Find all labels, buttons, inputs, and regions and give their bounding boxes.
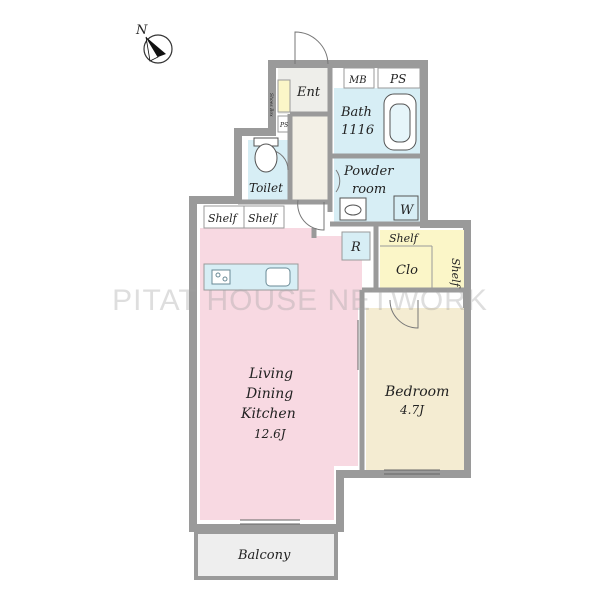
- mb-label: MB: [348, 75, 367, 86]
- washbasin-bowl: [344, 204, 362, 216]
- bath-size-label: 1116: [341, 123, 374, 138]
- burner-icon: [222, 276, 228, 282]
- shelf-right-label: Shelf: [248, 212, 279, 225]
- washer-label: W: [400, 203, 415, 218]
- shelf-right: [243, 205, 285, 229]
- ldk-size-label: 12.6J: [254, 427, 287, 441]
- living-dining-kitchen: [200, 228, 362, 520]
- pipe-space: [377, 67, 421, 89]
- north-label: N: [135, 23, 148, 38]
- balcony: [194, 530, 338, 580]
- closet-shelf-label: Shelf: [389, 232, 420, 245]
- bedroom-label: Bedroom: [384, 384, 449, 400]
- washing-machine-space: [393, 195, 419, 221]
- bedroom-size-label: 4.7J: [399, 403, 425, 417]
- stove-icon: [211, 269, 231, 285]
- compass: N: [135, 23, 173, 64]
- north-arrow-outline: [145, 36, 159, 62]
- bathtub-inner: [389, 103, 411, 143]
- bedroom: [366, 308, 464, 470]
- powder-room-label-2: room: [352, 182, 386, 197]
- interior-walls: [238, 64, 467, 474]
- closet: [380, 230, 464, 288]
- small-ps-label: PS: [279, 122, 288, 129]
- ps-label: PS: [389, 72, 406, 86]
- shoes-box-label: Shoes Box: [268, 93, 274, 117]
- sink-icon: [265, 267, 291, 287]
- entrance-label: Ent: [296, 85, 321, 100]
- powder-room-label-1: Powder: [343, 164, 394, 179]
- ldk-label-3: Kitchen: [240, 406, 296, 422]
- ldk-label-2: Dining: [245, 386, 293, 402]
- balcony-label: Balcony: [237, 548, 291, 563]
- closet-side-shelf-label: Shelf: [449, 258, 462, 289]
- north-arrow-icon: [146, 37, 166, 57]
- powder-door-swing: [335, 169, 341, 193]
- hall-door-swing: [297, 199, 325, 231]
- burner-icon: [215, 272, 221, 278]
- bath-label: Bath: [340, 105, 372, 120]
- toilet-bowl-icon: [254, 143, 278, 173]
- hallway: [292, 114, 328, 204]
- refrigerator-space: [341, 231, 371, 261]
- bedroom-door-swing: [389, 299, 419, 329]
- shoes-box: [277, 79, 291, 113]
- closet-label: Clo: [396, 263, 418, 278]
- entrance-door-swing: [294, 31, 329, 65]
- toilet-label: Toilet: [249, 181, 283, 195]
- shelf-left-label: Shelf: [208, 212, 239, 225]
- refrigerator-label: R: [350, 240, 361, 255]
- washbasin-icon: [339, 197, 367, 221]
- meter-box: [343, 67, 375, 89]
- ldk-label-1: Living: [248, 366, 293, 382]
